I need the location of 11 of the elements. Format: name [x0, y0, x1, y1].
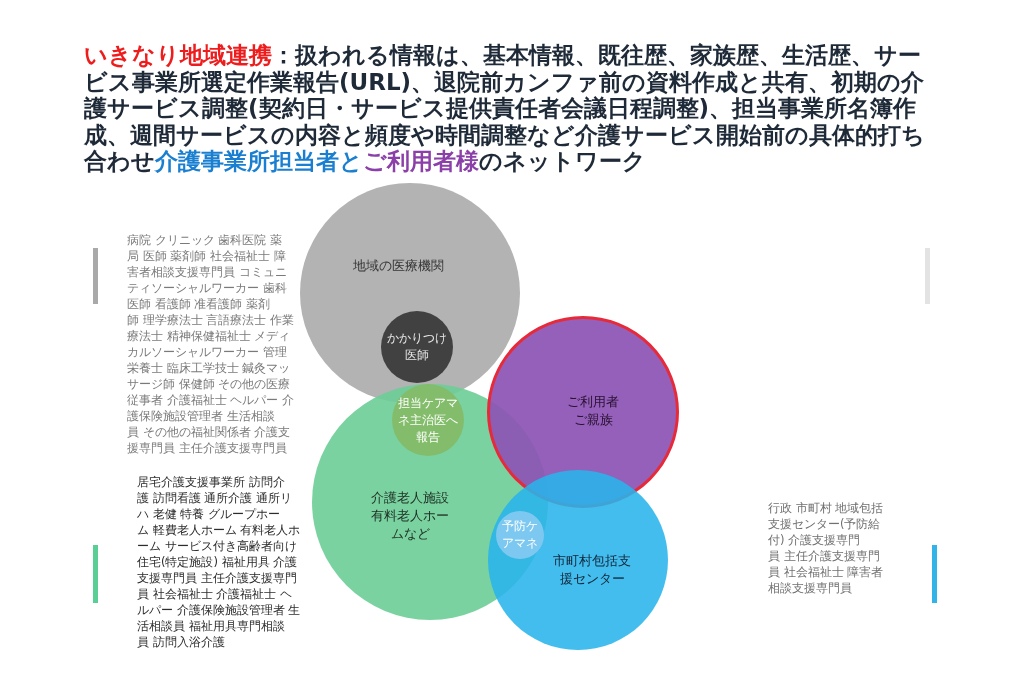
circle-label: 担当ケアマネ主治医へ報告: [397, 394, 459, 446]
circle-label: 介護老人施設有料老人ホームなど: [370, 488, 450, 544]
circle-label: 予防ケアマネ: [501, 518, 539, 552]
circle-label: 市町村包括支援センター: [552, 551, 632, 588]
circle-label: 地域の医療機関: [351, 256, 445, 275]
title: いきなり地域連携：扱われる情報は、基本情報、既往歴、家族歴、生活歴、サービス事業所選定作業報告(URL)、退院前カンファ前の資料作成と共有、初期の介護サービス調整(契約日・サービス提供責任者会議日程調整)、担当事業所名簿作成、週間サービスの内容と頻度や時間調整など介護サービス開始前の具体的打ち合わせ介護事業所担当者とご利用者様のネットワーク: [84, 42, 926, 175]
role-list: 居宅介護支援事業所 訪問介護 訪問看護 通所介護 通所リハ 老健 特養 グループホーム 軽費老人ホーム 有料老人ホーム サービス付き高齢者向け住宅(特定施設) 福祉用具 介護支援専門員 主任介護支援専門員 社会福祉士 介護福祉士 ヘルパー 介護保険施設管理者 生活相談員 福祉用具専門相談員 訪問入浴介護: [137, 474, 301, 650]
role-list: 行政 市町村 地域包括支援センター(予防給付) 介護支援専門員 主任介護支援専門員 社会福祉士 障害者相談支援専門員: [768, 500, 884, 596]
circle-label: かかりつけ医師: [386, 330, 448, 364]
role-list: 病院 クリニック 歯科医院 薬局 医師 薬剤師 社会福祉士 障害者相談支援専門員 コミュニティソーシャルワーカー 歯科医師 看護師 准看護師 薬剤師 理学療法士 言語療法士 作業療法士 精神保健福祉士 メディカルソーシャルワーカー 管理栄養士 臨床工学技士 鍼灸マッサージ師 保健師 その他の医療従事者 介護福祉士 ヘルパー 介護保険施設管理者 生活相談員 その他の福祉関係者 介護支援専門員 主任介護支援専門員: [127, 232, 295, 456]
circle-label: ご利用者ご親族: [566, 392, 620, 429]
